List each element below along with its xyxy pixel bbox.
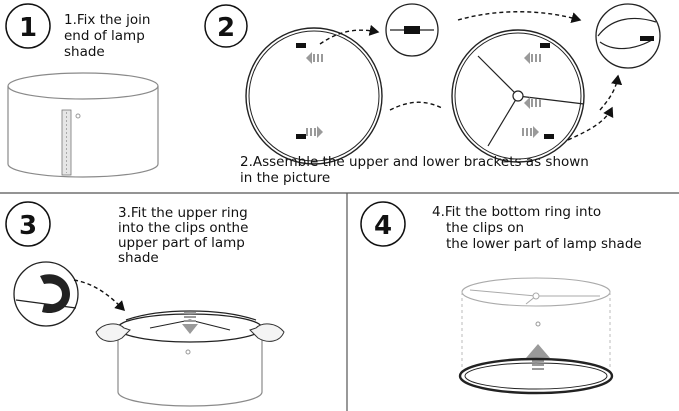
- step-3-caption-line-3: upper part of lamp: [118, 235, 245, 251]
- shade-seam: [61, 109, 72, 176]
- bracket-ring-right: [451, 29, 585, 163]
- step-4-caption-line-3: the lower part of lamp shade: [446, 236, 642, 252]
- step-4-number: 4: [374, 211, 392, 241]
- step-1-caption-line-3: shade: [64, 44, 105, 60]
- bracket-detail-bubble: [595, 3, 661, 69]
- bottom-ring: [458, 357, 614, 395]
- step-4-caption-line-1: 4.Fit the bottom ring into: [432, 204, 601, 220]
- step-4-badge: [360, 201, 406, 247]
- step-3-caption-line-2: into the clips onthe: [118, 220, 248, 236]
- step-2-caption-line-1: 2.Assemble the upper and lower brackets …: [240, 154, 589, 170]
- step-3-panel: 3 3.Fit the upper ring into the clips on…: [5, 201, 285, 407]
- lampshade-drum-illustration: [7, 72, 159, 178]
- split-ring-left: [245, 27, 383, 165]
- step-3-number: 3: [19, 211, 37, 241]
- step-3-caption-line-4: shade: [118, 250, 159, 266]
- step-1-number: 1: [19, 13, 37, 43]
- inward-arrow-bottom: [306, 126, 323, 138]
- step-3-badge: [5, 201, 51, 247]
- step-4-panel: 4 4.Fit the bottom ring into the clips o…: [360, 201, 642, 395]
- step-2-caption-line-2: in the picture: [240, 170, 330, 186]
- step-1-caption-line-2: end of lamp: [64, 28, 145, 44]
- step-3-caption-line-1: 3.Fit the upper ring: [118, 205, 248, 221]
- step-1-caption-line-1: 1.Fix the join: [64, 12, 150, 28]
- inward-arrow-top: [306, 52, 323, 64]
- step-2-panel: 2: [204, 3, 661, 186]
- lampshade-upper-ring-illustration: [95, 310, 285, 407]
- right-hand-icon: [249, 323, 285, 342]
- step-4-caption-line-2: the clips on: [446, 220, 524, 236]
- clip-closeup-bubble: [13, 261, 79, 327]
- step-1-badge: [5, 3, 51, 49]
- step-2-number: 2: [217, 13, 235, 43]
- lampshade-bottom-ring-illustration: [458, 277, 614, 395]
- clip-detail-bubble: [385, 3, 439, 57]
- step-1-panel: 1 1.Fix the join end of lamp shade: [5, 3, 159, 178]
- step-2-badge: [204, 4, 248, 48]
- left-hand-icon: [95, 323, 131, 342]
